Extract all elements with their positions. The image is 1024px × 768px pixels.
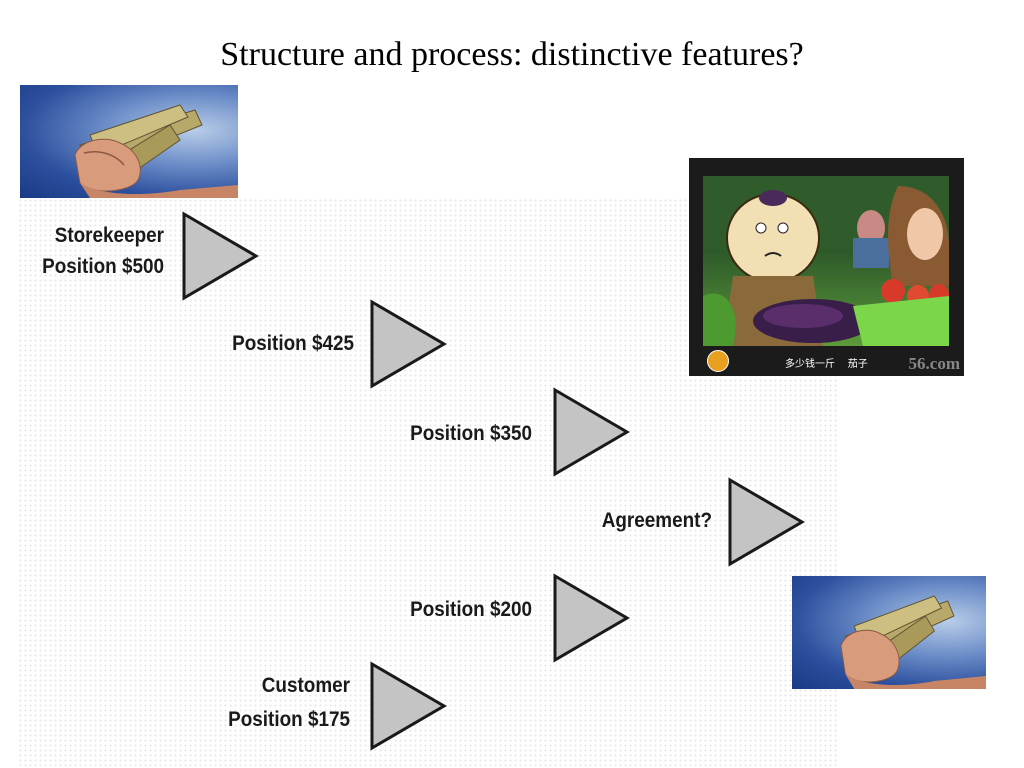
step-label-storekeeper: Storekeeper: [18, 220, 164, 251]
customer-line: Customer: [261, 674, 350, 697]
arrow-triangle-5: [553, 573, 630, 663]
position-175-line: Position $175: [228, 708, 350, 731]
arrow-triangle-4: [728, 477, 805, 567]
step-label-350: Position $350: [410, 422, 532, 445]
caption-right: 茄子: [847, 359, 868, 370]
step-label-175: Position $175: [170, 704, 350, 735]
cartoon-scene: [703, 176, 949, 346]
hand-holding-money-icon: [74, 104, 238, 198]
hand-holding-money-icon: [840, 595, 986, 689]
step-label-425: Position $425: [232, 332, 354, 355]
step-label-agreement: Agreement?: [601, 509, 712, 532]
slide-title: Structure and process: distinctive featu…: [220, 36, 804, 73]
arrow-triangle-2: [370, 299, 447, 389]
money-photo-bottom: [792, 576, 986, 689]
storekeeper-line: Storekeeper: [54, 224, 164, 247]
caption-left: 多少钱一斤: [785, 359, 835, 370]
money-photo-top: [20, 85, 238, 198]
position-500-line: Position $500: [42, 255, 164, 278]
step-label-customer: Customer: [170, 670, 350, 701]
cartoon-caption: 多少钱一斤 茄子: [785, 355, 868, 370]
watermark: 56.com: [908, 354, 960, 373]
arrow-triangle-1: [182, 211, 259, 301]
step-label-500: Position $500: [18, 251, 164, 282]
cartoon-screenshot: 多少钱一斤 茄子 56.com: [689, 158, 964, 376]
arrow-triangle-6: [370, 661, 447, 751]
step-label-200: Position $200: [410, 598, 532, 621]
arrow-triangle-3: [553, 387, 630, 477]
channel-logo: [707, 350, 729, 372]
